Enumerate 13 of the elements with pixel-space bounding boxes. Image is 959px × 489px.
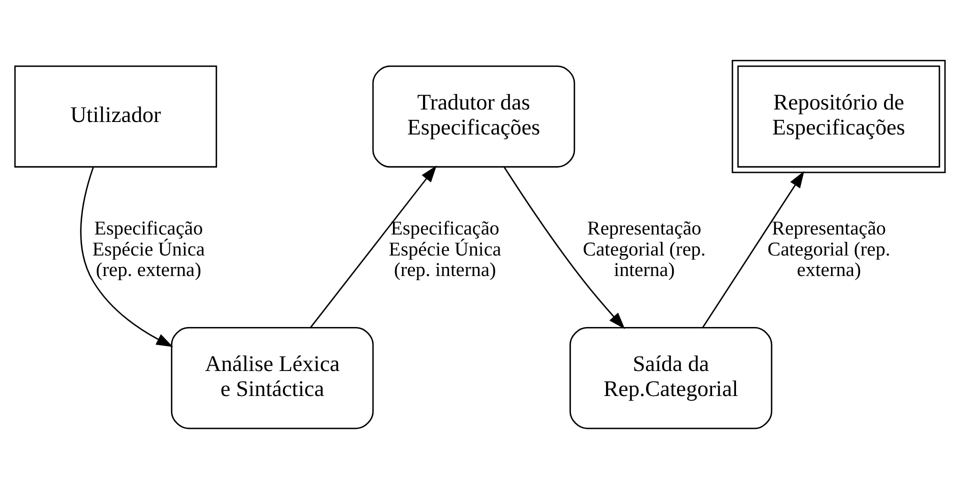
node-box: Análise Léxica e Sintáctica: [170, 327, 374, 430]
arrow: [309, 166, 436, 328]
arrow: [702, 171, 804, 328]
arrow: [80, 166, 173, 347]
node-box: Repositório de Especificações: [731, 60, 946, 174]
edge-label: Representação Categorial (rep. externa): [767, 218, 890, 282]
node-box: Saída da Rep.Categorial: [569, 327, 772, 430]
edge-label: Representação Categorial (rep. interna): [582, 218, 706, 282]
edge-label: Especificação Espécie Única (rep. interna): [388, 218, 501, 282]
edge-label: Especificação Espécie Única (rep. externa): [92, 218, 204, 282]
node-box: Utilizador: [14, 66, 217, 168]
arrow: [503, 166, 624, 330]
node-box: Tradutor das Especificações: [372, 66, 575, 168]
